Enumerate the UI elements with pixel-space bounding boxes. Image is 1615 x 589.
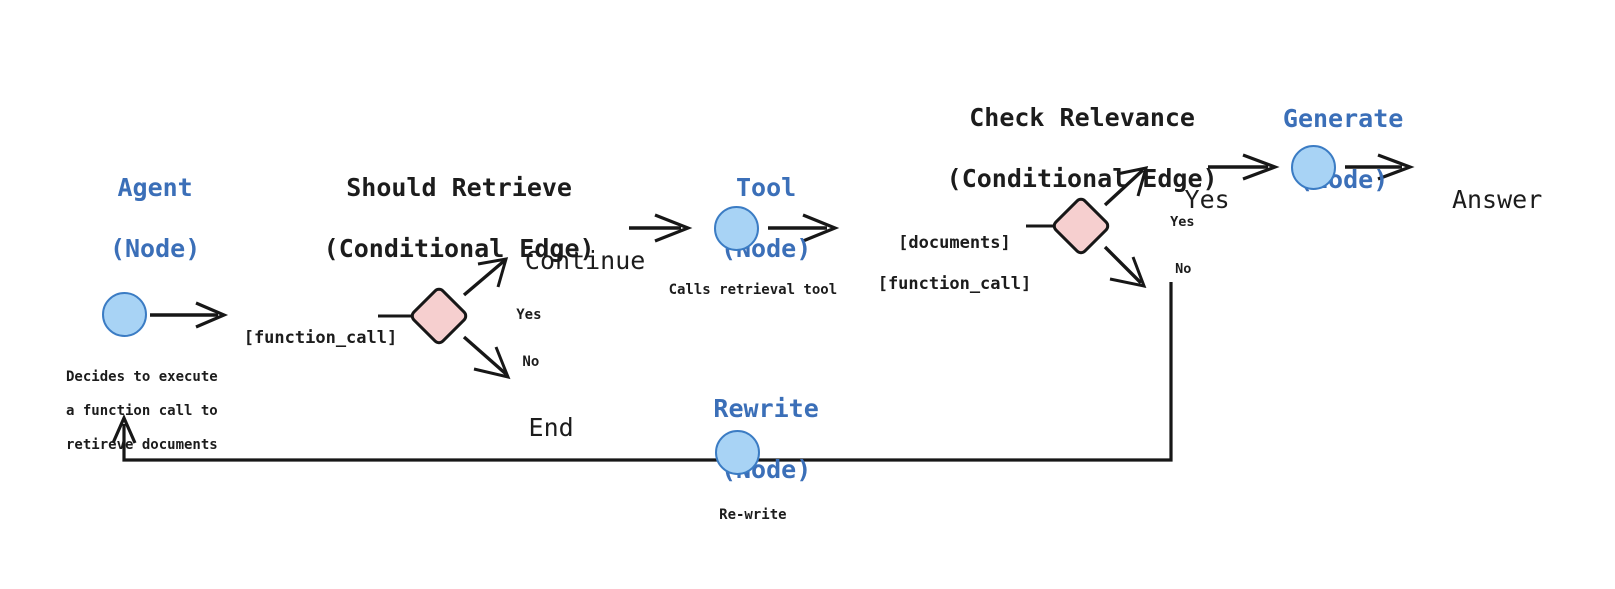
edge-label-documents: [documents] xyxy=(898,232,1011,253)
arrowhead-decision1-yes xyxy=(477,257,509,288)
edge-decision2-yes xyxy=(1103,168,1145,207)
edge-label-yes-decision1: Yes xyxy=(482,290,541,341)
heading-rewrite-line1: Rewrite xyxy=(713,393,819,423)
edge-label-function-call-2: [function_call] xyxy=(877,274,1032,295)
edge-label-function-call-text: [function_call] xyxy=(243,327,398,348)
edge-label-continue: Continue xyxy=(465,215,646,307)
edge-label-yes-decision2-text: Yes xyxy=(1170,214,1195,231)
edge-label-no-decision2: No xyxy=(1143,245,1192,294)
caption-tool: Calls retrieval tool xyxy=(635,265,838,316)
heading-should-retrieve-line2: (Conditional Edge) xyxy=(323,233,595,263)
edge-label-yes-big: Yes xyxy=(1124,154,1230,246)
caption-agent: Decides to execute a function call to re… xyxy=(32,352,218,472)
edge-label-end: End xyxy=(468,382,574,474)
edge-label-no-decision2-text: No xyxy=(1175,261,1192,278)
caption-rewrite: Re-write xyxy=(685,490,786,541)
node-tool[interactable] xyxy=(714,206,759,251)
edge-label-documents-function-call: [documents] [function_call] xyxy=(837,212,1032,316)
caption-rewrite-text: Re-write xyxy=(719,507,787,524)
heading-tool-line1: Tool xyxy=(736,172,797,202)
edge-label-answer-text: Answer xyxy=(1451,184,1543,214)
edge-label-yes-big-text: Yes xyxy=(1184,184,1230,214)
edge-decision1-yes xyxy=(462,259,506,297)
arrowhead-agent-out xyxy=(195,301,229,329)
arrowhead-tool-out xyxy=(802,213,840,243)
edge-label-no-decision1-text: No xyxy=(522,354,540,371)
edge-decision2-no xyxy=(1103,245,1143,285)
arrowhead-decision2-yes xyxy=(1116,166,1149,197)
heading-should-retrieve: Should Retrieve (Conditional Edge) xyxy=(263,142,595,295)
arrowhead-decision1-no xyxy=(473,346,511,380)
heading-agent-line1: Agent xyxy=(117,172,193,202)
arrowhead-generate-answer xyxy=(1377,153,1415,181)
node-agent[interactable] xyxy=(102,292,147,337)
edge-label-no-decision1: No xyxy=(489,337,540,388)
caption-agent-line2: a function call to xyxy=(66,403,218,420)
edge-decision1-no xyxy=(462,335,508,376)
heading-generate-line1: Generate xyxy=(1282,103,1404,133)
node-generate[interactable] xyxy=(1291,145,1336,190)
heading-agent: Agent (Node) xyxy=(50,142,201,295)
arrowhead-yes-generate xyxy=(1242,153,1280,181)
edge-label-yes-decision2: Yes xyxy=(1138,198,1195,247)
edge-label-function-call: [function_call] xyxy=(203,307,398,369)
heading-should-retrieve-line1: Should Retrieve xyxy=(346,172,572,202)
heading-check-relevance: Check Relevance (Conditional Edge) xyxy=(886,72,1218,225)
caption-agent-line3: retireve documents xyxy=(66,437,218,454)
edge-label-end-text: End xyxy=(528,412,574,442)
edge-feedback-loop xyxy=(122,282,1173,462)
heading-check-relevance-line1: Check Relevance xyxy=(969,102,1195,132)
arrowhead-decision2-no xyxy=(1109,256,1147,289)
caption-tool-text: Calls retrieval tool xyxy=(668,282,838,299)
edge-label-answer: Answer xyxy=(1392,154,1543,246)
edge-label-continue-text: Continue xyxy=(524,245,646,275)
caption-agent-line1: Decides to execute xyxy=(66,369,218,386)
edge-label-yes-decision1-text: Yes xyxy=(516,307,542,324)
arrowhead-continue xyxy=(654,213,693,243)
heading-check-relevance-line2: (Conditional Edge) xyxy=(946,163,1218,193)
arrowhead-feedback-loop xyxy=(111,414,137,444)
node-rewrite[interactable] xyxy=(715,430,760,475)
heading-agent-line2: (Node) xyxy=(109,233,201,263)
